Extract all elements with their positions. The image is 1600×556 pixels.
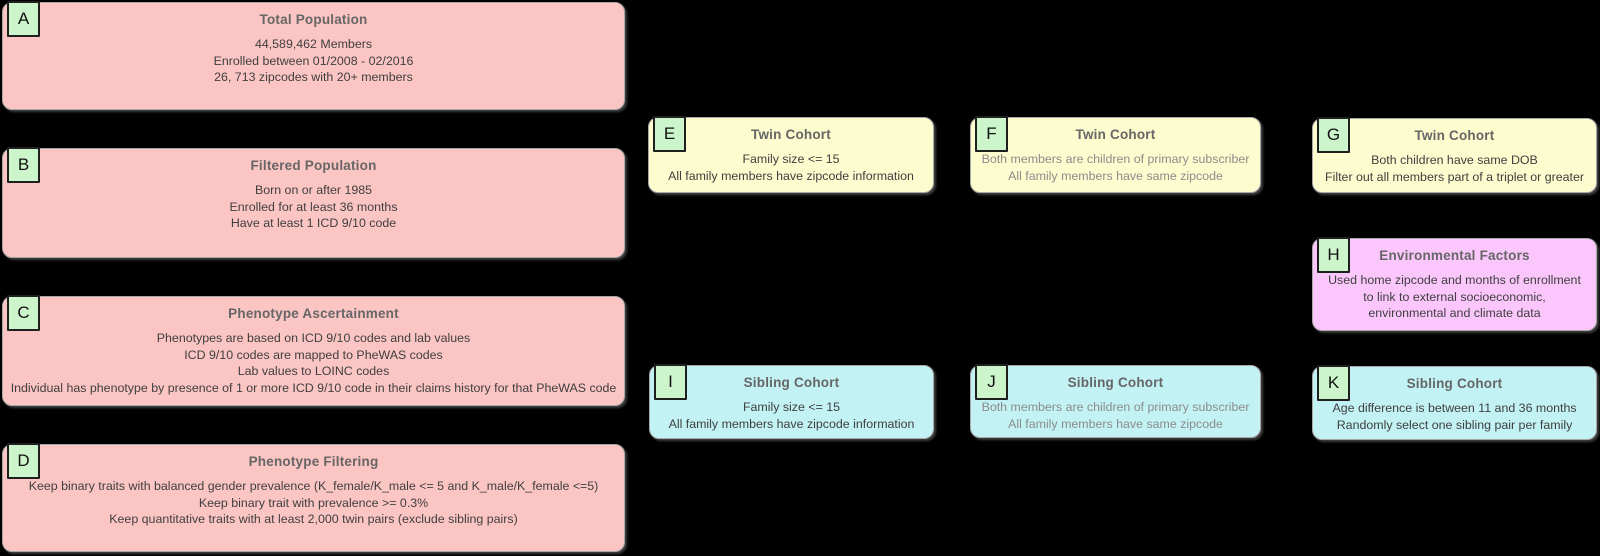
box-a-body: 44,589,462 Members Enrolled between 01/2… [3, 36, 624, 86]
box-g-title: Twin Cohort [1414, 128, 1495, 143]
box-k-body: Age difference is between 11 and 36 mont… [1313, 400, 1596, 433]
box-f-letter: F [986, 124, 997, 143]
box-c-letter: C [17, 303, 30, 322]
body-line: Filter out all members part of a triplet… [1325, 169, 1584, 184]
body-line: Have at least 1 ICD 9/10 code [230, 216, 397, 230]
box-i-title: Sibling Cohort [743, 375, 840, 390]
box-b-letter: B [17, 155, 30, 174]
body-line: 44,589,462 Members [254, 37, 373, 51]
box-c-title: Phenotype Ascertainment [228, 306, 399, 321]
box-b-title: Filtered Population [250, 158, 377, 173]
body-line: Individual has phenotype by presence of … [10, 380, 617, 395]
box-f-letter-badge: F [975, 116, 1008, 152]
body-line: Randomly select one sibling pair per fam… [1336, 417, 1573, 432]
box-d-letter: D [17, 451, 30, 470]
body-line: Lab values to LOINC codes [237, 364, 390, 378]
body-line: All family members have same zipcode [1008, 168, 1223, 183]
box-d-title: Phenotype Filtering [248, 454, 379, 469]
body-line: Family size <= 15 [742, 152, 840, 166]
box-b-body: Born on or after 1985 Enrolled for at le… [3, 182, 624, 232]
box-j-letter: J [987, 372, 996, 391]
body-line: Enrolled between 01/2008 - 02/2016 [213, 53, 414, 68]
box-g-letter: G [1326, 125, 1341, 144]
body-line: Keep quantitative traits with at least 2… [109, 512, 518, 526]
box-g-twin-cohort: G Twin Cohort Both children have same DO… [1312, 117, 1597, 193]
box-i-body: Family size <= 15 All family members hav… [650, 399, 933, 432]
body-line: All family members have zipcode informat… [668, 168, 914, 183]
box-a-total-population: A Total Population 44,589,462 Members En… [2, 1, 625, 110]
box-e-title: Twin Cohort [751, 127, 831, 142]
body-line: All family members have zipcode informat… [668, 416, 915, 431]
body-line: Both members are children of primary sub… [981, 152, 1250, 166]
box-e-letter: E [663, 124, 676, 143]
box-d-letter-badge: D [7, 443, 40, 479]
box-i-sibling-cohort: I Sibling Cohort Family size <= 15 All f… [649, 364, 934, 439]
box-h-letter-badge: H [1317, 237, 1350, 273]
body-line: Keep binary traits with balanced gender … [28, 479, 599, 493]
box-k-letter: K [1327, 373, 1340, 392]
box-b-filtered-population: B Filtered Population Born on or after 1… [2, 147, 625, 258]
box-j-sibling-cohort: J Sibling Cohort Both members are childr… [970, 364, 1261, 438]
box-c-letter-badge: C [7, 295, 40, 331]
box-h-body: Used home zipcode and months of enrollme… [1313, 272, 1596, 322]
box-j-letter-badge: J [975, 364, 1008, 400]
box-e-letter-badge: E [653, 116, 686, 152]
box-k-letter-badge: K [1317, 365, 1350, 401]
body-line: Age difference is between 11 and 36 mont… [1332, 401, 1577, 415]
box-i-letter: I [668, 372, 673, 391]
box-k-title: Sibling Cohort [1406, 376, 1503, 391]
body-line: Both members are children of primary sub… [981, 400, 1250, 414]
box-c-body: Phenotypes are based on ICD 9/10 codes a… [3, 330, 624, 396]
box-f-twin-cohort: F Twin Cohort Both members are children … [970, 116, 1261, 193]
box-h-title: Environmental Factors [1379, 248, 1530, 263]
box-j-title: Sibling Cohort [1067, 375, 1164, 390]
body-line: Enrolled for at least 36 months [229, 199, 398, 214]
box-h-environmental-factors: H Environmental Factors Used home zipcod… [1312, 237, 1597, 331]
body-line: Keep binary trait with prevalence >= 0.3… [198, 495, 429, 510]
box-d-body: Keep binary traits with balanced gender … [3, 478, 624, 528]
box-g-body: Both children have same DOB Filter out a… [1313, 152, 1596, 185]
box-k-sibling-cohort: K Sibling Cohort Age difference is betwe… [1312, 365, 1597, 440]
box-a-title: Total Population [259, 12, 368, 27]
body-line: 26, 713 zipcodes with 20+ members [214, 70, 413, 84]
box-g-letter-badge: G [1317, 117, 1350, 153]
body-line: Born on or after 1985 [254, 183, 373, 197]
body-line: Used home zipcode and months of enrollme… [1328, 273, 1581, 320]
box-a-letter: A [17, 9, 30, 28]
body-line: Family size <= 15 [742, 400, 841, 414]
box-i-letter-badge: I [654, 364, 687, 400]
body-line: Phenotypes are based on ICD 9/10 codes a… [156, 331, 471, 345]
body-line: Both children have same DOB [1371, 153, 1538, 167]
box-h-letter: H [1327, 245, 1340, 264]
box-e-twin-cohort: E Twin Cohort Family size <= 15 All fami… [648, 116, 934, 193]
box-f-title: Twin Cohort [1075, 127, 1156, 142]
body-line: All family members have same zipcode [1008, 416, 1223, 431]
box-d-phenotype-filtering: D Phenotype Filtering Keep binary traits… [2, 443, 625, 552]
box-f-body: Both members are children of primary sub… [971, 151, 1260, 184]
box-b-letter-badge: B [7, 147, 40, 183]
box-c-phenotype-ascertainment: C Phenotype Ascertainment Phenotypes are… [2, 295, 625, 406]
box-j-body: Both members are children of primary sub… [971, 399, 1260, 432]
body-line: ICD 9/10 codes are mapped to PheWAS code… [184, 347, 443, 362]
box-e-body: Family size <= 15 All family members hav… [649, 151, 933, 184]
box-a-letter-badge: A [7, 1, 40, 37]
